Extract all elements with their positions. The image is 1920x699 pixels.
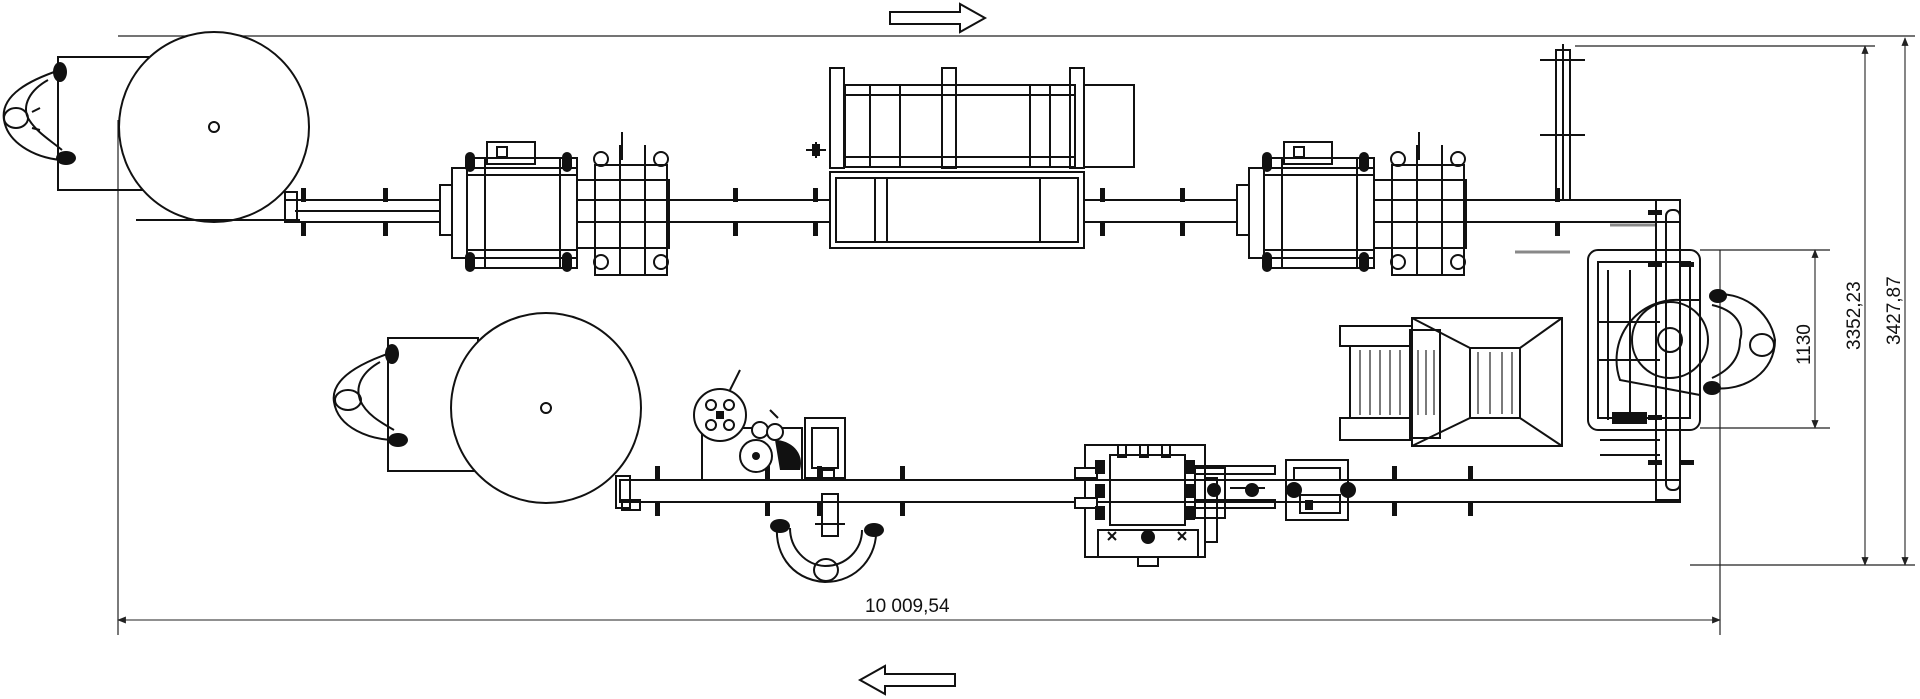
dimension-length: 10 009,54 xyxy=(117,596,1721,624)
conveyor-bottom xyxy=(615,475,1681,511)
cross-unit xyxy=(1285,459,1356,521)
operator-top-left xyxy=(2,62,76,165)
dimension-outer-height-label: 3427,87 xyxy=(1884,276,1905,345)
dimension-inner-height-label: 3352,23 xyxy=(1844,281,1865,350)
module-center xyxy=(806,67,1135,249)
dimension-height-outer: 3427,87 xyxy=(1690,37,1915,566)
operator-right xyxy=(1703,289,1777,395)
module-left xyxy=(439,132,670,276)
layout-boundary xyxy=(117,35,1915,635)
operator-bottom-center xyxy=(770,493,884,584)
operator-bottom-left xyxy=(332,344,408,447)
flow-arrow-left-icon xyxy=(857,664,956,696)
tower-right xyxy=(1515,44,1655,254)
dimension-module-label: 1130 xyxy=(1794,324,1815,365)
unwinder-top xyxy=(57,31,310,223)
module-right xyxy=(1236,132,1467,276)
dimension-height-inner: 3352,23 xyxy=(1575,45,1875,566)
stacker-chute xyxy=(1339,317,1563,447)
dimension-length-label: 10 009,54 xyxy=(865,596,950,617)
dimension-module-height: 1130 xyxy=(1700,249,1830,429)
unwinder-bottom xyxy=(387,312,642,504)
applicator-module xyxy=(693,369,846,481)
rail-posts-bottom xyxy=(655,466,1473,516)
conveyor-turn-right xyxy=(1648,199,1694,501)
flow-arrow-right-icon xyxy=(889,2,988,34)
rotary-station xyxy=(1587,249,1709,456)
press-module xyxy=(1074,444,1276,567)
rail-posts-top xyxy=(301,188,1560,236)
